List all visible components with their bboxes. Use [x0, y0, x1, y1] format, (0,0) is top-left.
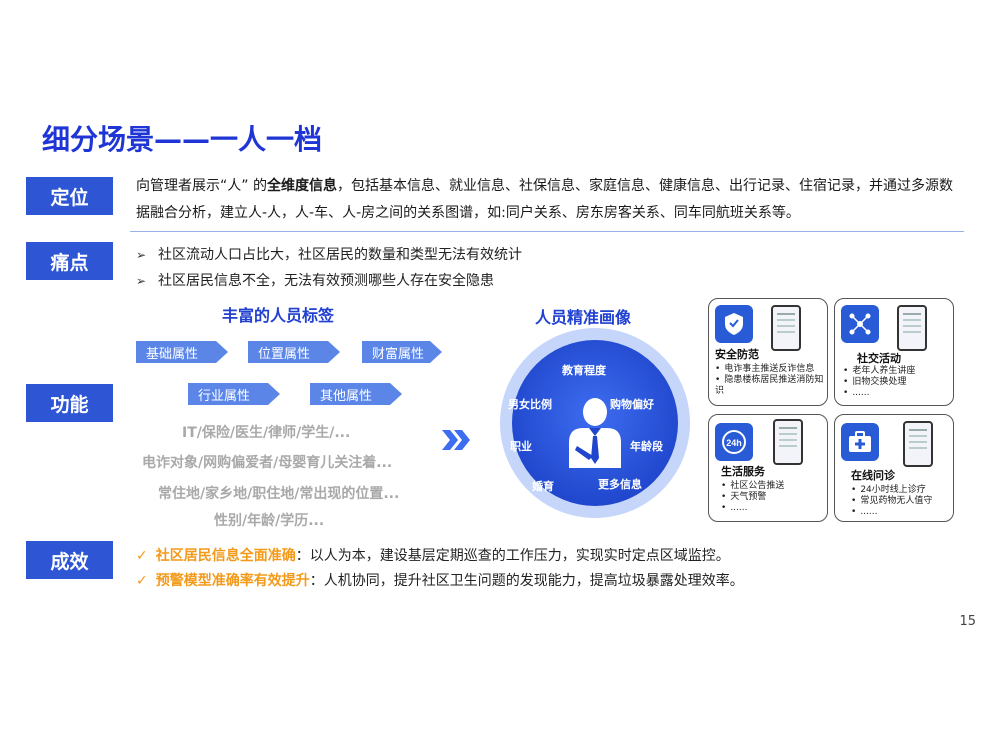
card-title: 在线问诊 — [851, 469, 895, 482]
pain-points-list: ➢ 社区流动人口占比大，社区居民的数量和类型无法有效统计 ➢ 社区居民信息不全，无法… — [136, 242, 522, 294]
portrait-label-education: 教育程度 — [562, 364, 606, 377]
card-life-service: 24h 生活服务 社区公告推送 天气预警 ...... — [708, 414, 828, 522]
pain-point-text: 社区流动人口占比大，社区居民的数量和类型无法有效统计 — [158, 247, 522, 263]
result-item: ✓ 社区居民信息全面准确：以人为本，建设基层定期巡查的工作压力，实现实时定点区域监… — [136, 544, 730, 568]
double-chevron-right-icon — [442, 430, 470, 450]
positioning-bold: 全维度信息 — [266, 178, 337, 194]
card-safety: 安全防范 电诈事主推送反诈信息 隐患楼栋居民推送消防知识 — [708, 298, 828, 406]
card-items: 电诈事主推送反诈信息 隐患楼栋居民推送消防知识 — [715, 364, 827, 397]
card-item: ...... — [851, 507, 932, 518]
card-item: ...... — [843, 388, 915, 399]
chip-other: 其他属性 — [310, 383, 402, 405]
card-title: 安全防范 — [715, 348, 759, 361]
chip-wealth: 财富属性 — [362, 341, 442, 363]
pain-point-item: ➢ 社区流动人口占比大，社区居民的数量和类型无法有效统计 — [136, 242, 522, 268]
phone-screenshot — [897, 305, 927, 351]
pain-point-text: 社区居民信息不全，无法有效预测哪些人存在安全隐患 — [158, 273, 494, 289]
card-title: 社交活动 — [857, 352, 901, 365]
card-item: 常见药物无人值守 — [851, 496, 932, 507]
tag-results: 成效 — [26, 541, 113, 579]
card-title: 生活服务 — [721, 465, 765, 478]
card-social: 社交活动 老年人养生讲座 旧物交换处理 ...... — [834, 298, 954, 406]
card-item: 社区公告推送 — [721, 481, 784, 492]
card-items: 24小时线上诊疗 常见药物无人值守 ...... — [851, 485, 932, 518]
card-items: 老年人养生讲座 旧物交换处理 ...... — [843, 366, 915, 399]
portrait-label-more: 更多信息 — [598, 478, 642, 491]
svg-text:24h: 24h — [726, 438, 742, 448]
labels-heading: 丰富的人员标签 — [222, 306, 335, 325]
medical-kit-icon — [841, 423, 879, 461]
portrait-label-shopping: 购物偏好 — [610, 398, 654, 411]
card-item: 隐患楼栋居民推送消防知识 — [715, 375, 827, 397]
chip-basic: 基础属性 — [136, 341, 228, 363]
portrait-heading: 人员精准画像 — [535, 308, 632, 327]
page-title: 细分场景——一人一档 — [42, 123, 323, 156]
people-network-icon — [841, 305, 879, 343]
result-text: ：人机协同，提升社区卫生问题的发现能力，提高垃圾暴露处理效率。 — [309, 573, 744, 589]
tag-line-place: 常住地/家乡地/职住地/常出现的位置... — [158, 486, 400, 502]
clock-24h-icon: 24h — [715, 423, 753, 461]
card-item: 24小时线上诊疗 — [851, 485, 932, 496]
card-item: 电诈事主推送反诈信息 — [715, 364, 827, 375]
result-item: ✓ 预警模型准确率有效提升：人机协同，提升社区卫生问题的发现能力，提高垃圾暴露处理… — [136, 569, 744, 593]
card-item: 老年人养生讲座 — [843, 366, 915, 377]
portrait-label-gender: 男女比例 — [508, 398, 552, 411]
card-item: 旧物交换处理 — [843, 377, 915, 388]
page-number: 15 — [959, 614, 976, 629]
result-highlight: 预警模型准确率有效提升 — [155, 573, 310, 589]
checkmark-icon: ✓ — [136, 573, 148, 589]
result-text: ：以人为本，建设基层定期巡查的工作压力，实现实时定点区域监控。 — [295, 548, 730, 564]
phone-screenshot — [773, 419, 803, 465]
tag-line-occupation: IT/保险/医生/律师/学生/... — [182, 425, 351, 441]
portrait-label-occupation: 职业 — [510, 440, 532, 453]
tag-function: 功能 — [26, 384, 113, 422]
checkmark-icon: ✓ — [136, 548, 148, 564]
tag-pain-points: 痛点 — [26, 242, 113, 280]
positioning-pre: 向管理者展示“人” 的 — [136, 178, 267, 194]
arrow-bullet-icon: ➢ — [136, 274, 147, 288]
chip-location: 位置属性 — [248, 341, 340, 363]
divider — [130, 231, 964, 232]
chip-industry: 行业属性 — [188, 383, 280, 405]
phone-screenshot — [771, 305, 801, 351]
tag-line-demographic: 性别/年龄/学历... — [214, 513, 325, 529]
arrow-bullet-icon: ➢ — [136, 248, 147, 262]
portrait-label-age: 年龄段 — [630, 440, 663, 453]
person-icon — [569, 398, 621, 468]
tag-line-interest: 电诈对象/网购偏爱者/母婴育儿关注着... — [142, 455, 393, 471]
phone-screenshot — [903, 421, 933, 467]
card-online-consult: 在线问诊 24小时线上诊疗 常见药物无人值守 ...... — [834, 414, 954, 522]
card-items: 社区公告推送 天气预警 ...... — [721, 481, 784, 514]
shield-icon — [715, 305, 753, 343]
card-item: 天气预警 — [721, 492, 784, 503]
positioning-post: ，包括基本信息、就业信息、社保信息、家庭信息、健康信息、出行记录、住宿记录，并通… — [136, 178, 953, 221]
portrait-diagram: 教育程度 男女比例 购物偏好 职业 年龄段 婚育 更多信息 — [500, 328, 690, 518]
result-highlight: 社区居民信息全面准确 — [155, 548, 296, 564]
pain-point-item: ➢ 社区居民信息不全，无法有效预测哪些人存在安全隐患 — [136, 268, 522, 294]
tag-positioning: 定位 — [26, 177, 113, 215]
positioning-text: 向管理者展示“人” 的全维度信息，包括基本信息、就业信息、社保信息、家庭信息、健… — [136, 173, 966, 227]
card-item: ...... — [721, 503, 784, 514]
portrait-label-marriage: 婚育 — [532, 480, 554, 493]
